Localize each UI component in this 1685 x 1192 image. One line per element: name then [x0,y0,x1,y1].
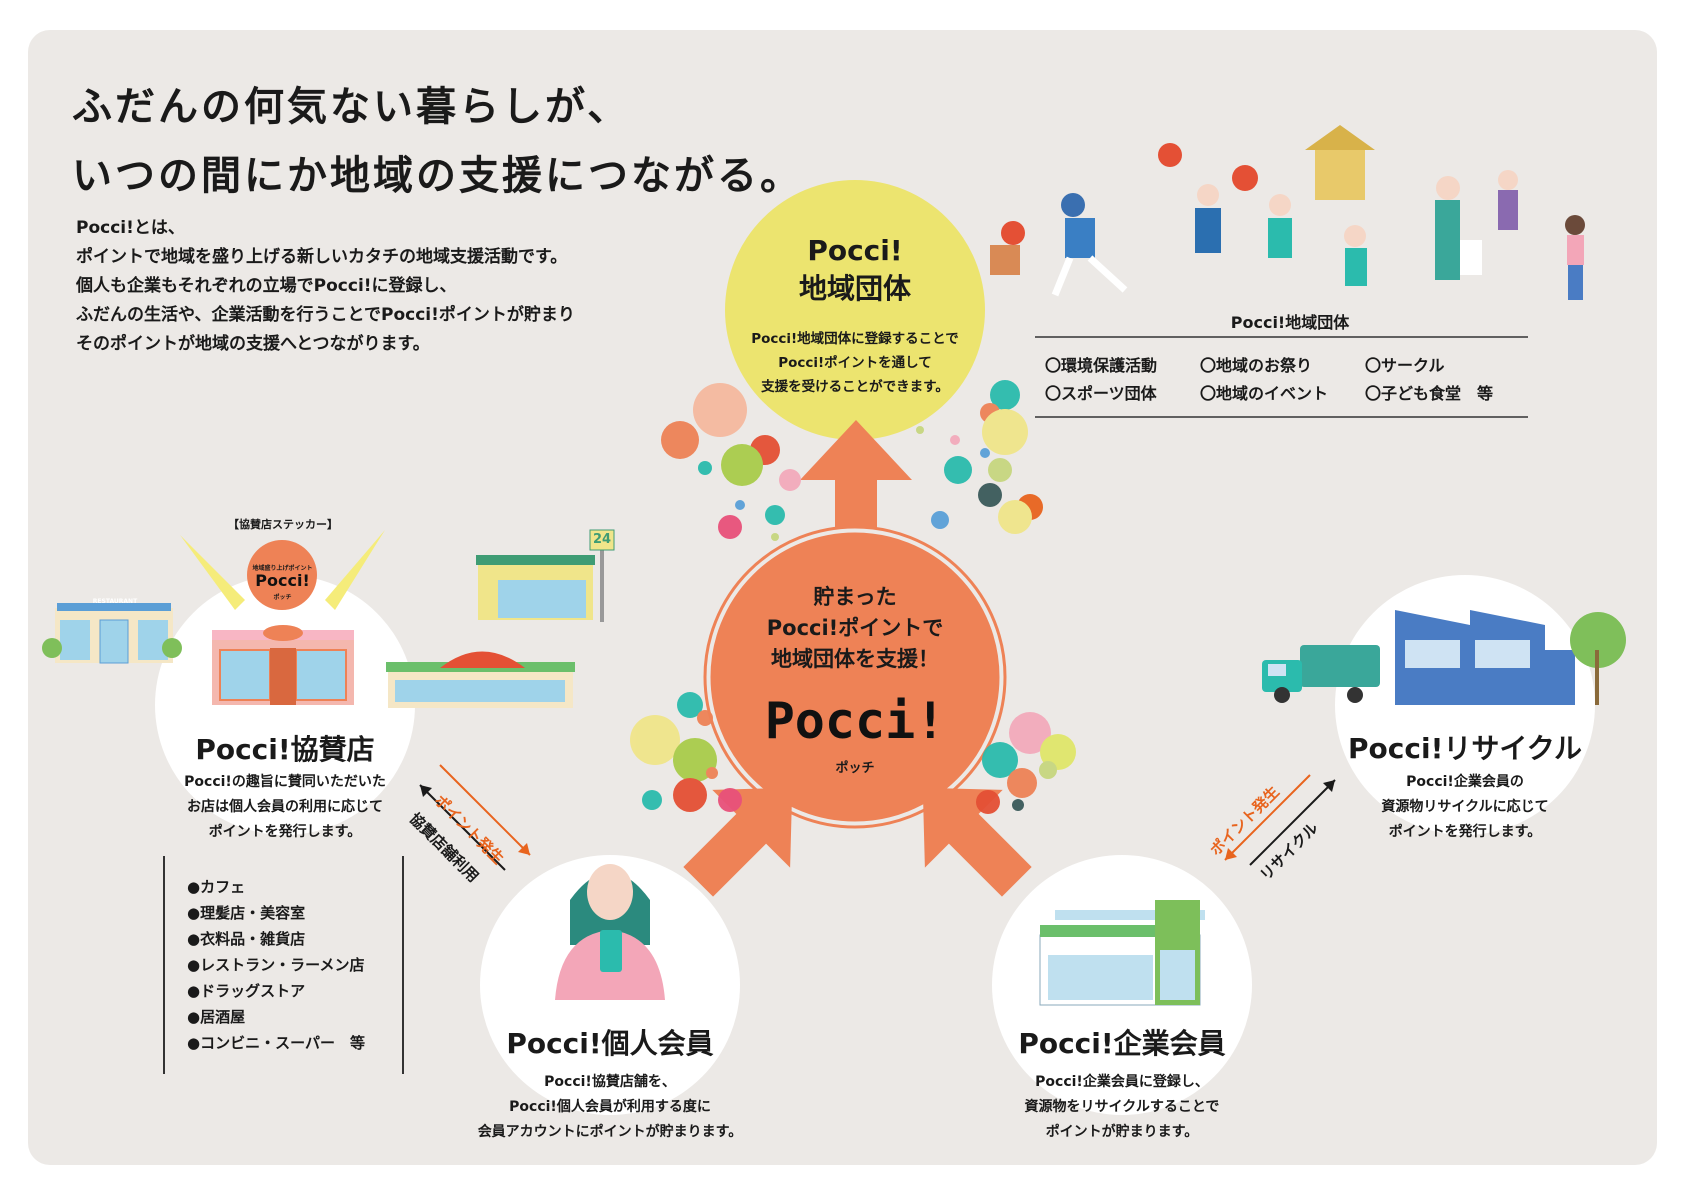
sponsor-list-item: ●衣料品・雑貨店 [187,930,306,948]
individual-desc-line: Pocci!協賛店舗を、 [544,1074,676,1090]
convenience-store-illustration [476,529,615,622]
arrow-up [800,420,912,528]
community-list-item: 〇地域のお祭り [1200,356,1313,375]
community-circle [725,180,985,440]
sticker-text: Pocci! [255,571,310,590]
intro-text: Pocci!とは、 ポイントで地域を盛り上げる新しいカタチの地域支援活動です。 … [76,214,676,359]
sticker-label: 【協賛店ステッカー】 [228,518,338,531]
recycle-desc-line: Pocci!企業会員の [1406,774,1524,790]
individual-title: Pocci!個人会員 [506,1027,714,1060]
store-sign: 24 [592,532,612,547]
center-line: Pocci!ポイントで [766,616,944,640]
truck-illustration [1262,645,1380,703]
shop-illustration [212,625,354,705]
center-line: 貯まった [813,585,897,609]
intro-line: Pocci!とは、 [76,218,185,238]
community-list-item: 〇子ども食堂 等 [1365,384,1494,403]
recycle-desc-line: ポイントを発行します。 [1388,824,1542,840]
sponsor-list: ●カフェ ●理髪店・美容室 ●衣料品・雑貨店 ●レストラン・ラーメン店 ●ドラッ… [163,856,404,1074]
factory-illustration [1395,610,1626,705]
community-desc-line: Pocci!地域団体に登録することで [751,331,959,347]
restaurant-sign: RESTAURANT [92,598,138,605]
corporate-desc-line: Pocci!企業会員に登録し、 [1035,1074,1209,1090]
sticker-small-text: 地域盛り上げポイント [252,565,313,572]
pocci-logo: Pocci! [764,692,946,750]
flow-right-recycle-line [1249,779,1336,866]
community-desc-line: Pocci!ポイントを通して [778,355,932,371]
community-title-line2: 地域団体 [798,272,911,305]
community-list-item: 〇環境保護活動 [1045,356,1158,375]
flow-right-point-line [1224,774,1311,861]
supermarket-illustration [386,651,575,708]
corporate-title: Pocci!企業会員 [1018,1027,1226,1060]
office-building-illustration [1039,900,1205,1006]
intro-line: そのポイントが地域の支援へとつながります。 [76,334,430,354]
flow-left-use-line [419,784,506,871]
sponsor-desc-line: Pocci!の趣旨に賛同いただいた [184,774,386,790]
flow-left-point-line [439,764,531,856]
sponsor-list-item: ●コンビニ・スーパー 等 [187,1034,365,1052]
individual-desc-line: 会員アカウントにポイントが貯まります。 [477,1124,743,1140]
individual-desc-line: Pocci!個人会員が利用する度に [509,1099,711,1115]
sticker-reading: ポッチ [273,594,292,601]
sponsor-list-item: ●ドラッグストア [187,982,306,1000]
sponsor-list-item: ●居酒屋 [187,1008,246,1026]
individual-desc: Pocci!協賛店舗を、 Pocci!個人会員が利用する度に 会員アカウントにポ… [430,1070,790,1145]
intro-line: ポイントで地域を盛り上げる新しいカタチの地域支援活動です。 [76,247,568,267]
sponsor-list-item: ●カフェ [187,878,246,896]
restaurant-illustration [42,603,182,664]
intro-line: ふだんの生活や、企業活動を行うことでPocci!ポイントが貯まり [76,305,575,325]
center-circle [710,532,1000,822]
community-title: Pocci! 地域団体 [755,232,955,308]
sponsor-desc: Pocci!の趣旨に賛同いただいた お店は個人会員の利用に応じて ポイントを発行… [155,770,415,845]
community-desc-line: 支援を受けることができます。 [761,379,949,395]
community-list-item: 〇地域のイベント [1200,384,1329,403]
person-illustration [555,864,665,1000]
community-people-illustration [990,125,1585,300]
sponsor-desc-line: ポイントを発行します。 [208,824,362,840]
center-line: 地域団体を支援！ [771,647,939,671]
corporate-desc-line: ポイントが貯まります。 [1045,1124,1199,1140]
headline-line1: ふだんの何気ない暮らしが、 [72,84,631,130]
intro-line: 個人も企業もそれぞれの立場でPocci!に登録し、 [76,276,457,296]
corporate-desc-line: 資源物をリサイクルすることで [1024,1099,1220,1115]
community-list-item: 〇サークル [1365,356,1445,375]
community-desc: Pocci!地域団体に登録することで Pocci!ポイントを通して 支援を受ける… [735,327,975,399]
sponsor-list-item: ●レストラン・ラーメン店 [187,956,365,974]
community-list-item: 〇スポーツ団体 [1045,384,1157,403]
corporate-desc: Pocci!企業会員に登録し、 資源物をリサイクルすることで ポイントが貯まりま… [962,1070,1282,1145]
sponsor-title: Pocci!協賛店 [195,733,375,766]
center-message: 貯まった Pocci!ポイントで 地域団体を支援！ [740,582,970,675]
community-title-line1: Pocci! [807,234,903,267]
sponsor-list-item: ●理髪店・美容室 [187,904,306,922]
recycle-desc-line: 資源物リサイクルに応じて [1381,799,1549,815]
sticker-rays [180,530,385,610]
bubbles [630,380,1076,814]
recycle-desc: Pocci!企業会員の 資源物リサイクルに応じて ポイントを発行します。 [1335,770,1595,845]
pocci-logo-reading: ポッチ [835,761,875,776]
sponsor-desc-line: お店は個人会員の利用に応じて [187,799,383,815]
sticker-circle [247,540,317,610]
recycle-title: Pocci!リサイクル [1348,732,1582,765]
headline-line2: いつの間にか地域の支援につながる。 [72,153,803,199]
community-list-title: Pocci!地域団体 [1230,313,1350,332]
